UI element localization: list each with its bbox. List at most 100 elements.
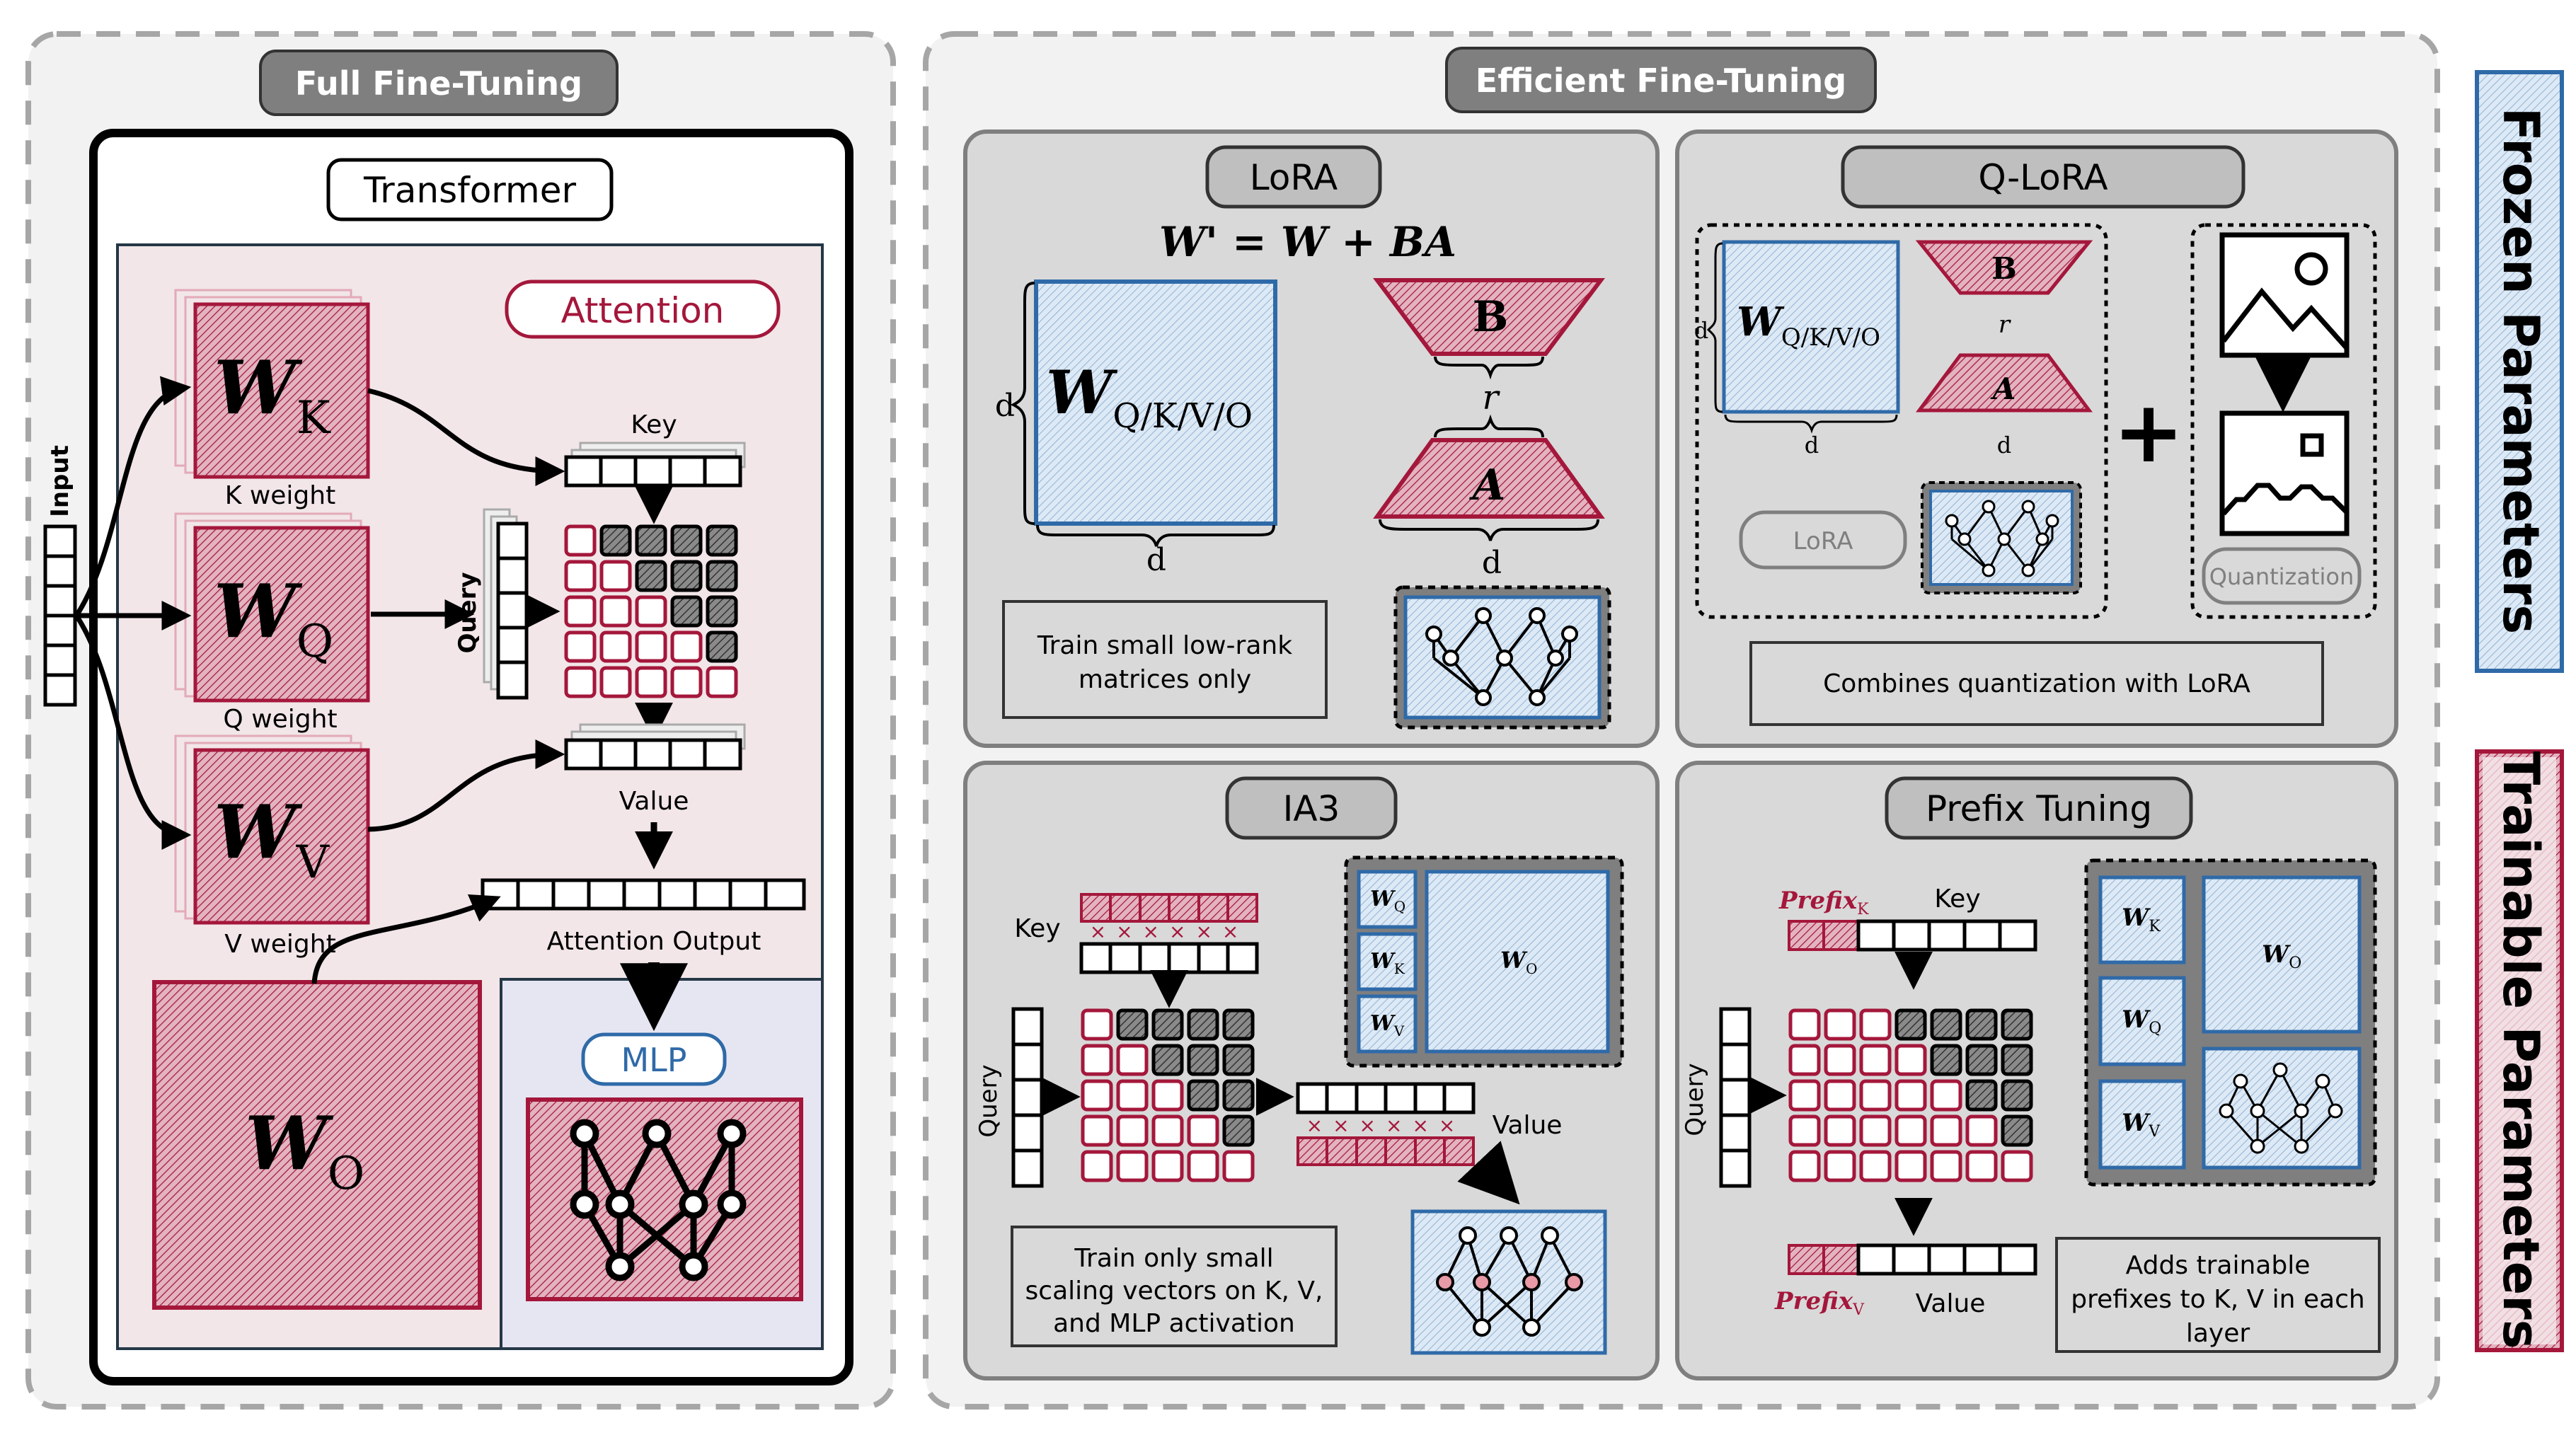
ia3-mlp-network-icon: [1436, 1226, 1583, 1337]
ia3-title-box: [1225, 776, 1398, 840]
ia3-wv-sub: V: [1393, 1022, 1405, 1039]
lora-a-label: A: [1469, 461, 1506, 510]
v-weight-label: V weight: [224, 930, 335, 959]
mlp-label-box: [581, 1032, 727, 1086]
ia3-attention-score-matrix: [1081, 1008, 1255, 1182]
lora-desc-line1: Train small low-rank: [1037, 631, 1292, 660]
ia3-key-multiply-signs: ××××××: [1090, 920, 1249, 943]
wo-w: W: [245, 1100, 334, 1187]
lora-b-brace: [1434, 356, 1544, 380]
ia3-query-vector: [1011, 1007, 1044, 1188]
qlora-quant-tag: Quantization: [2209, 563, 2354, 590]
transformer-label-box: [326, 158, 614, 221]
prefix-k-label: Prefix: [1778, 887, 1858, 915]
qlora-plus-sign: +: [2113, 384, 2185, 482]
ia3-value-vector: [1296, 1082, 1476, 1114]
prefix-desc-line2: prefixes to K, V in each: [2071, 1285, 2364, 1314]
qlora-b-label: B: [1991, 251, 2017, 286]
prefix-wo-block: [2202, 875, 2362, 1034]
qlora-a-dim: d: [1997, 432, 2011, 459]
ia3-wo-sub: O: [1526, 960, 1537, 977]
lora-a-brace: [1434, 414, 1544, 438]
prefix-wq-block: [2098, 976, 2186, 1066]
wk-sub: K: [297, 392, 331, 444]
prefix-wq-sub: Q: [2149, 1020, 2161, 1037]
ia3-value-label: Value: [1493, 1111, 1563, 1140]
qlora-w-dim-bottom: d: [1805, 432, 1819, 459]
qlora-w-bottom-brace: [1724, 414, 1898, 434]
qlora-b-matrix: [1915, 240, 2093, 295]
svg-text:WO: WO: [2262, 940, 2301, 972]
ia3-wk-sub: K: [1394, 960, 1405, 977]
prefix-wk-block: [2098, 875, 2186, 964]
ia3-desc-line2: scaling vectors on K, V,: [1025, 1276, 1323, 1306]
lora-w-sub: Q/K/V/O: [1112, 396, 1253, 436]
value-label: Value: [619, 787, 689, 816]
wq-w: W: [214, 567, 303, 655]
prefix-query-vector: [1719, 1007, 1752, 1188]
prefix-wo-w: W: [2262, 940, 2291, 969]
wo-matrix: [152, 980, 482, 1310]
lora-a-bottom-brace: [1379, 519, 1599, 541]
wv-matrix: [174, 734, 370, 925]
lora-w-bottom-brace: [1036, 524, 1275, 547]
mlp-label: MLP: [621, 1041, 686, 1079]
lora-b-matrix: [1373, 278, 1605, 356]
qlora-quant-tag-box: [2202, 547, 2362, 605]
svg-text:WV: WV: [2122, 1109, 2161, 1141]
full-finetuning-title-box: [259, 50, 619, 116]
lora-title-box: [1205, 145, 1382, 209]
prefix-wq-w: W: [2122, 1005, 2151, 1034]
attention-output-vector: [481, 878, 806, 911]
lora-w-dim-left: d: [995, 388, 1015, 424]
qlora-w-matrix: [1722, 240, 1900, 414]
svg-text:WQ: WQ: [2122, 1005, 2161, 1037]
prefix-desc-line3: layer: [2186, 1319, 2250, 1348]
lora-title: LoRA: [1250, 157, 1338, 198]
prefix-key-label: Key: [1934, 884, 1980, 914]
svg-text:WK: WK: [1370, 949, 1405, 977]
value-vector: [564, 723, 746, 771]
prefix-wo-sub: O: [2289, 955, 2301, 972]
lora-w-left-brace: [1010, 282, 1035, 525]
qlora-desc-box: [1749, 641, 2324, 726]
svg-text:WQ: WQ: [1370, 887, 1405, 915]
input-label: Input: [46, 445, 74, 517]
prefix-k-sub: K: [1857, 901, 1869, 918]
prefix-query-label: Query: [1681, 1063, 1709, 1136]
qlora-lora-tag: LoRA: [1793, 527, 1853, 555]
efficient-finetuning-title-box: [1445, 47, 1877, 113]
ia3-wq-block: [1357, 870, 1418, 929]
prefix-value-label: Value: [1916, 1289, 1986, 1318]
qlora-w-left-brace: [1706, 242, 1723, 413]
qlora-title: Q-LoRA: [1978, 157, 2108, 198]
attention-output-label: Attention Output: [547, 927, 761, 956]
ia3-key-label: Key: [1014, 914, 1060, 943]
ia3-title: IA3: [1283, 788, 1340, 829]
lora-desc-line2: matrices only: [1079, 665, 1251, 694]
wv-sub: V: [296, 836, 330, 889]
attention-label-box: [505, 279, 781, 339]
ia3-wv-block: [1357, 994, 1418, 1054]
efficient-finetuning-title: Efficient Fine-Tuning: [1476, 62, 1846, 100]
lora-b-label: B: [1473, 292, 1509, 342]
prefix-title: Prefix Tuning: [1926, 788, 2152, 829]
wk-w: W: [214, 344, 303, 431]
prefix-value-vector: [1788, 1243, 2037, 1276]
full-finetuning-title: Full Fine-Tuning: [295, 64, 582, 103]
key-vector: [564, 442, 746, 488]
wk-to-key-arrow: [367, 388, 565, 486]
legend-trainable-label: Trainable Parameters: [2492, 751, 2550, 1349]
ia3-wk-block: [1357, 932, 1418, 991]
svg-text:WQ/K/V/O: WQ/K/V/O: [1046, 357, 1253, 436]
image-icon: [2219, 232, 2350, 358]
legend-frozen-swatch: [2475, 70, 2564, 673]
k-weight-label: K weight: [225, 481, 335, 510]
wv-w: W: [214, 788, 303, 875]
prefix-mlp-network-icon: [2219, 1062, 2343, 1154]
qlora-lora-tag-box: [1739, 510, 1907, 570]
lora-w-matrix: [1034, 279, 1277, 526]
ia3-wo-w: W: [1500, 947, 1528, 974]
